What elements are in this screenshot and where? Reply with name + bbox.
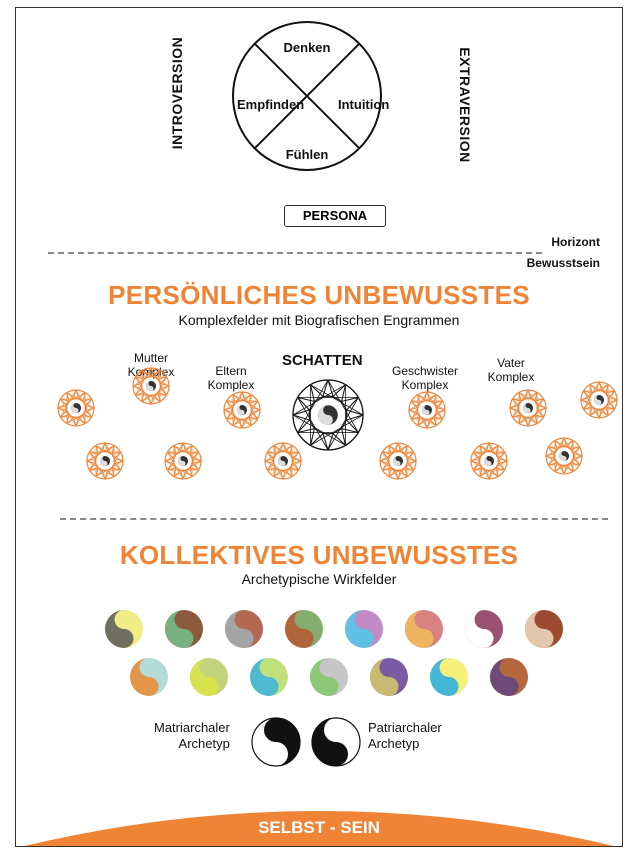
- complex-core-icon: [392, 455, 404, 467]
- self-label: SELBST - SEIN: [258, 818, 380, 837]
- matriarchal-symbol-icon: [251, 717, 301, 767]
- collective-unconscious-subtitle: Archetypische Wirkfelder: [241, 571, 397, 587]
- complex-field-5: [223, 391, 261, 429]
- consciousness-label: Bewusstsein: [526, 256, 600, 270]
- archetype-field-8: [525, 610, 563, 648]
- archetype-field-6: [405, 610, 443, 648]
- archetype-field-11: [250, 658, 288, 696]
- complex-core-icon: [277, 455, 289, 467]
- complex-core-icon: [483, 455, 495, 467]
- self-arc: [24, 811, 614, 846]
- collective-unconscious-title: KOLLEKTIVES UNBEWUSSTES: [119, 540, 519, 570]
- function-left: Empfinden: [237, 97, 305, 112]
- archetypal-fields: [105, 610, 563, 696]
- function-top: Denken: [283, 40, 331, 55]
- complex-core-icon: [177, 455, 189, 467]
- archetype-field-7: [465, 610, 503, 648]
- archetype-field-15: [490, 658, 528, 696]
- horizon-label: Horizont: [551, 235, 600, 249]
- archetype-field-9: [130, 658, 168, 696]
- complex-field-10: [509, 389, 547, 427]
- extraversion-label: EXTRAVERSION: [457, 47, 473, 163]
- complex-core-icon: [421, 404, 433, 416]
- archetype-field-13: [370, 658, 408, 696]
- archetype-field-14: [430, 658, 468, 696]
- archetype-field-2: [165, 610, 203, 648]
- archetype-field-10: [190, 658, 228, 696]
- complex-field-8: [379, 442, 417, 480]
- complex-field-9: [470, 442, 508, 480]
- complex-field-11: [545, 437, 583, 475]
- complex-field-3: [86, 442, 124, 480]
- personal-unconscious-subtitle: Komplexfelder mit Biografischen Engramme…: [178, 312, 460, 328]
- horizon-line: [48, 252, 542, 254]
- complex-field-6: [264, 442, 302, 480]
- complex-field-4: [164, 442, 202, 480]
- archetype-field-12: [310, 658, 348, 696]
- complex-core-icon: [318, 405, 338, 425]
- complex-core-icon: [236, 404, 248, 416]
- archetype-field-4: [285, 610, 323, 648]
- patriarchal-symbol-icon: [311, 717, 361, 767]
- archetype-field-3: [225, 610, 263, 648]
- complex-core-icon: [70, 402, 82, 414]
- persona-box: PERSONA: [284, 205, 386, 227]
- shadow-field: [292, 379, 364, 451]
- introversion-label: INTROVERSION: [169, 36, 185, 150]
- complex-core-icon: [522, 402, 534, 414]
- typology-wheel: [232, 21, 382, 171]
- personal-unconscious-title: PERSÖNLICHES UNBEWUSSTES: [108, 280, 530, 310]
- complex-field-1: [57, 389, 95, 427]
- archetype-field-5: [345, 610, 383, 648]
- complex-field-7: [408, 391, 446, 429]
- diagram-frame: Denken Empfinden Intuition Fühlen INTROV…: [15, 7, 623, 847]
- complex-core-icon: [593, 394, 605, 406]
- unconscious-divider: [60, 518, 608, 520]
- complex-fields: [57, 367, 618, 480]
- archetype-field-1: [105, 610, 143, 648]
- complex-core-icon: [99, 455, 111, 467]
- complex-field-2: [132, 367, 170, 405]
- complex-field-12: [580, 381, 618, 419]
- complex-core-icon: [558, 450, 570, 462]
- complex-core-icon: [145, 380, 157, 392]
- archetype-symbols: [251, 717, 361, 767]
- function-right: Intuition: [338, 97, 390, 112]
- shadow-label: SCHATTEN: [282, 352, 363, 369]
- function-bottom: Fühlen: [285, 147, 329, 162]
